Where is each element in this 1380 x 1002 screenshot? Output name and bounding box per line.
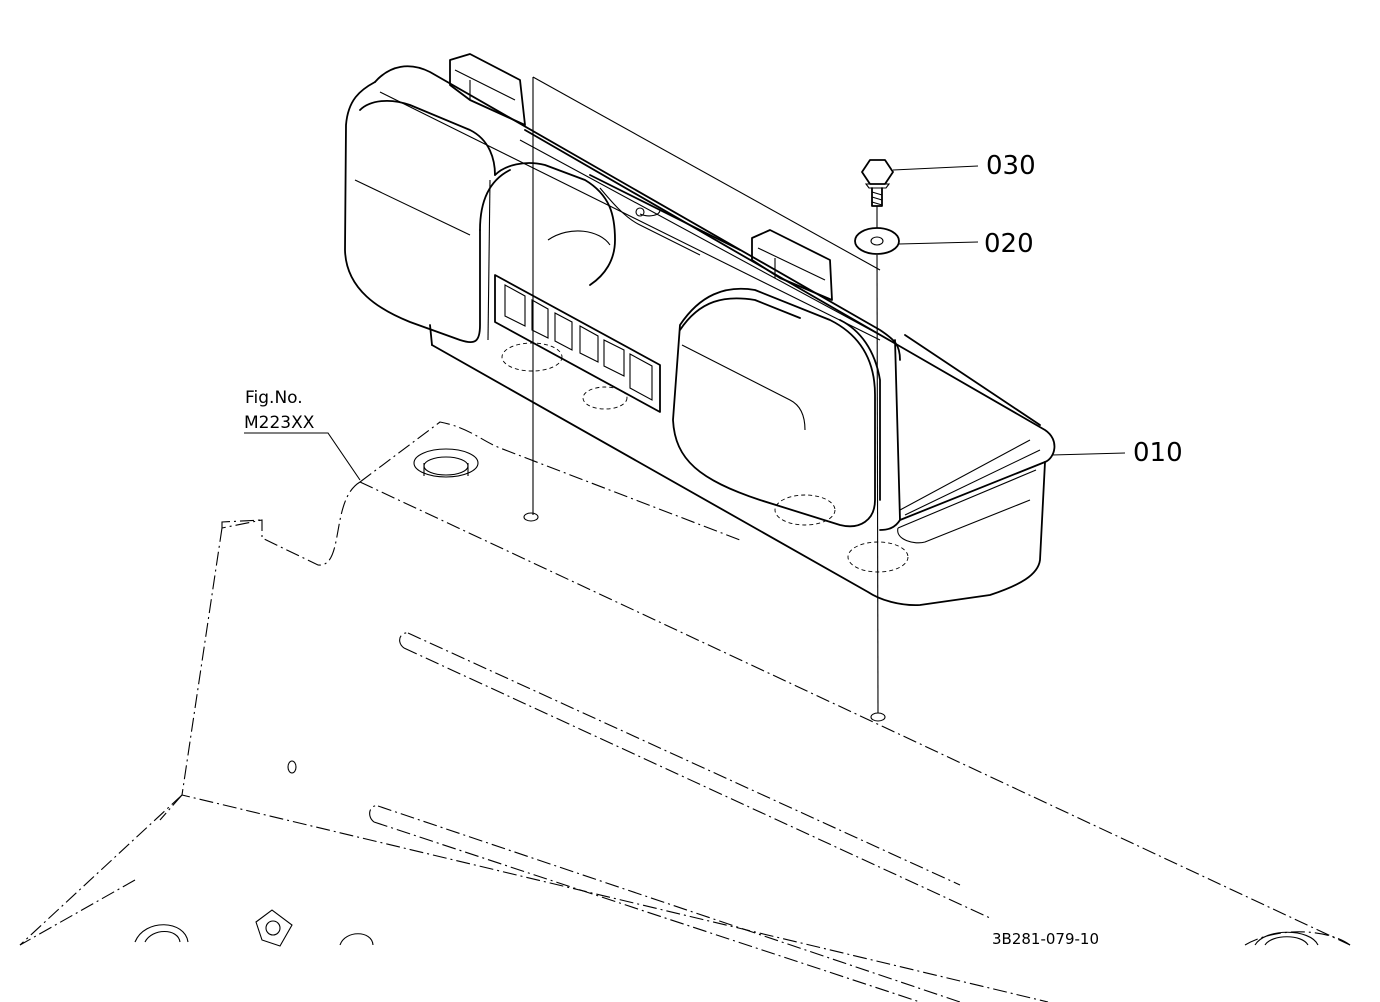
plate-slot-lower — [369, 805, 961, 1002]
bolt — [861, 159, 894, 207]
callout-020: 020 — [984, 229, 1034, 259]
plate-boss-hole — [413, 448, 479, 478]
leader-line-020 — [898, 241, 979, 245]
plate-slot-upper — [399, 632, 991, 919]
cover-box — [344, 53, 1056, 606]
mount-hole-right — [870, 712, 886, 722]
leader-line-figref — [244, 432, 361, 481]
leader-line-010 — [1051, 452, 1126, 456]
plate-nut — [255, 909, 293, 947]
center-line-left — [532, 76, 881, 515]
base-plate-outline — [19, 421, 1351, 1002]
plate-small-hole — [287, 760, 297, 774]
callout-030: 030 — [986, 151, 1036, 181]
washer — [854, 227, 900, 255]
drawing-code: 3B281-079-10 — [992, 930, 1099, 948]
leader-line-030 — [892, 165, 979, 171]
figure-ref-line2: M223XX — [244, 413, 315, 433]
center-line-right — [876, 206, 879, 714]
plate-lower-holes — [134, 924, 1319, 946]
figure-ref-line1: Fig.No. — [245, 388, 303, 408]
mount-hole-left — [523, 512, 539, 522]
callout-010: 010 — [1133, 438, 1183, 468]
